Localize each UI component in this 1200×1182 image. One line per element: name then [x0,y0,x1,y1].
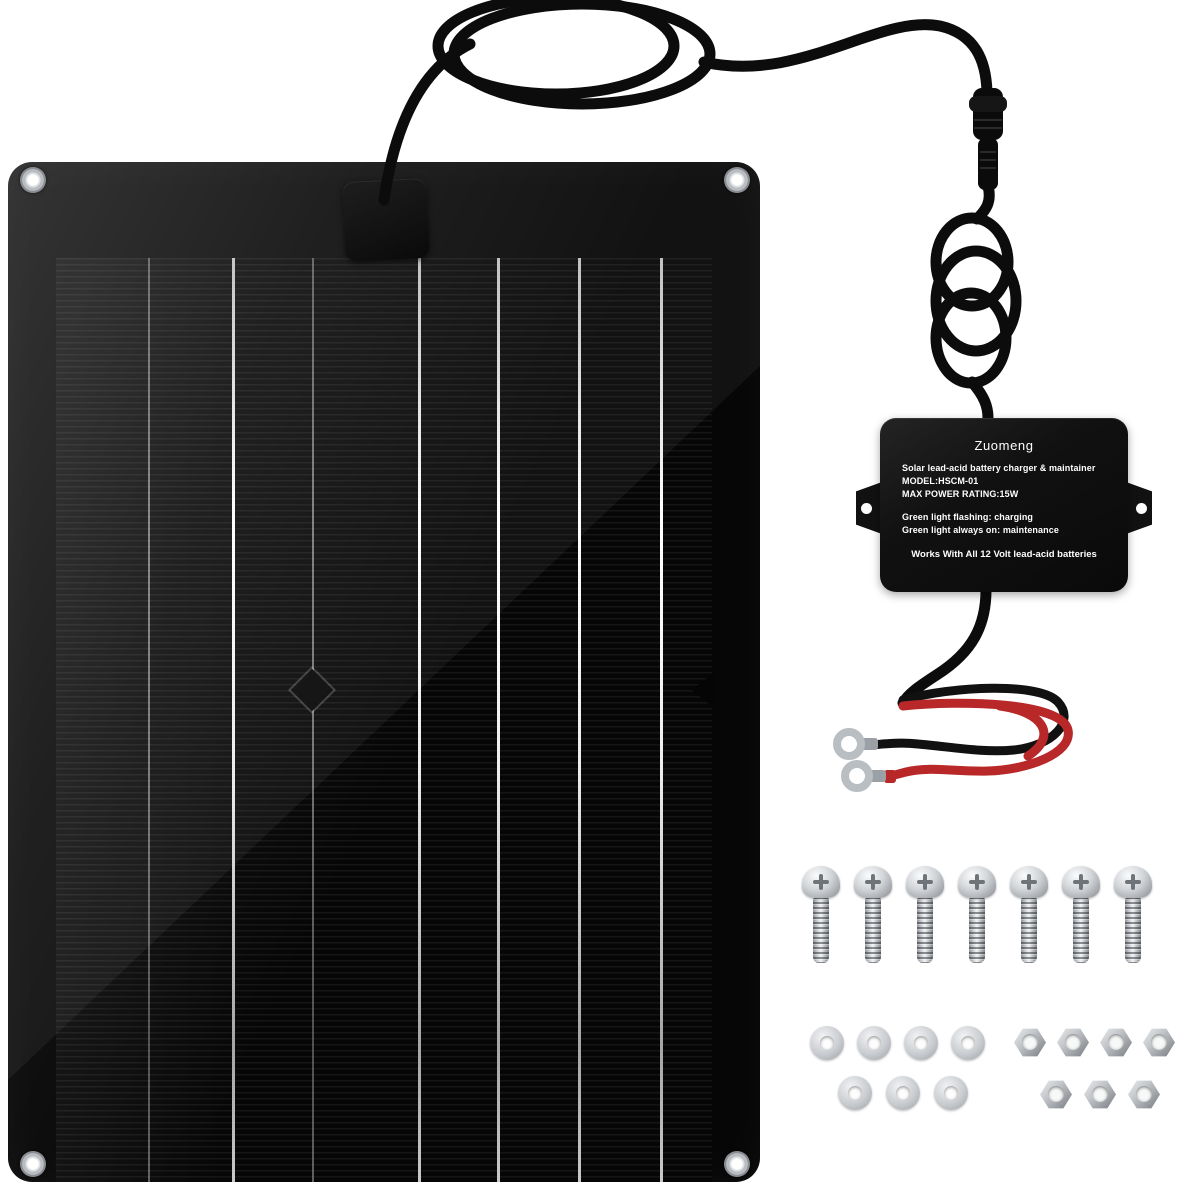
hex-nut [1040,1080,1072,1109]
bolt-head [906,866,944,898]
mounting-bolt [802,866,840,968]
bolt-shank [813,897,829,963]
controller-led-solid-note: Green light always on: maintenance [902,525,1059,535]
bolt-head [1114,866,1152,898]
controller-compatibility-note: Works With All 12 Volt lead-acid batteri… [911,549,1097,560]
phillips-cross-icon [1073,880,1089,884]
ring-terminals [833,728,896,792]
nut-hole [1108,1034,1124,1050]
controller-model: MODEL:HSCM-01 [902,476,979,486]
nut-hole [1092,1086,1108,1102]
bolt-row [802,866,1152,968]
bolt-head [958,866,996,898]
nut-hole [1151,1034,1167,1050]
flat-washer [951,1026,985,1060]
controller-mounting-ear-right [1126,482,1152,534]
cell-divider-line [418,258,421,1182]
mounting-bolt [906,866,944,968]
nut-hole [1065,1034,1081,1050]
mounting-grommet [724,167,750,193]
flat-washer [934,1076,968,1110]
battery-wires [867,683,1073,782]
cell-divider-line [578,258,581,1182]
junction-box [341,177,431,263]
bolt-head [854,866,892,898]
inline-cable-connector [969,88,1007,190]
phillips-cross-icon [865,880,881,884]
nut-hole [1048,1086,1064,1102]
controller-brand: Zuomeng [974,438,1034,453]
hex-nut [1084,1080,1116,1109]
controller-power-rating: MAX POWER RATING:15W [902,489,1019,499]
screw-hole [1136,503,1147,514]
mounting-grommet [20,167,46,193]
bolt-shank [865,897,881,963]
bolt-head [1010,866,1048,898]
flat-washer [857,1026,891,1060]
charge-controller: Zuomeng Solar lead-acid battery charger … [856,418,1152,592]
bolt-shank [1125,897,1141,963]
mounting-bolt [1010,866,1048,968]
washer-row-1 [810,1026,985,1060]
hex-nut [1100,1028,1132,1057]
mounting-bolt [854,866,892,968]
controller-description: Solar lead-acid battery charger & mainta… [902,463,1096,473]
hex-nut [1143,1028,1175,1057]
hex-nut [1014,1028,1046,1057]
cell-divider-line [660,258,663,1182]
nut-hole [1022,1034,1038,1050]
nut-row-2 [1040,1080,1160,1109]
cell-corner-diamond [290,668,334,712]
mounting-bolt [1114,866,1152,968]
controller-mounting-ear-left [856,482,882,534]
phillips-cross-icon [1021,880,1037,884]
nut-row-1 [1014,1028,1175,1057]
cell-divider-line [497,258,500,1182]
cell-divider-line [312,258,314,1182]
bolt-shank [969,897,985,963]
mounting-bolt [958,866,996,968]
flat-washer [886,1076,920,1110]
phillips-cross-icon [813,880,829,884]
bolt-shank [1021,897,1037,963]
controller-led-flashing-note: Green light flashing: charging [902,512,1034,522]
phillips-cross-icon [1125,880,1141,884]
bolt-head [1062,866,1100,898]
cell-divider-line [232,258,235,1182]
phillips-cross-icon [969,880,985,884]
flat-washer [838,1076,872,1110]
solar-cell-area [56,258,714,1182]
flat-washer [904,1026,938,1060]
flat-washer [810,1026,844,1060]
mounting-bolt [1062,866,1100,968]
hex-nut [1128,1080,1160,1109]
solar-panel [8,162,760,1182]
screw-hole [861,503,872,514]
hex-nut [1057,1028,1089,1057]
bolt-shank [1073,897,1089,963]
controller-body: Zuomeng Solar lead-acid battery charger … [880,418,1128,592]
bolt-head [802,866,840,898]
cell-divider-line [148,258,150,1182]
washer-row-2 [838,1076,968,1110]
mounting-grommet [20,1151,46,1177]
mounting-grommet [724,1151,750,1177]
cell-edge-notch [692,672,714,708]
phillips-cross-icon [917,880,933,884]
bolt-shank [917,897,933,963]
nut-hole [1136,1086,1152,1102]
